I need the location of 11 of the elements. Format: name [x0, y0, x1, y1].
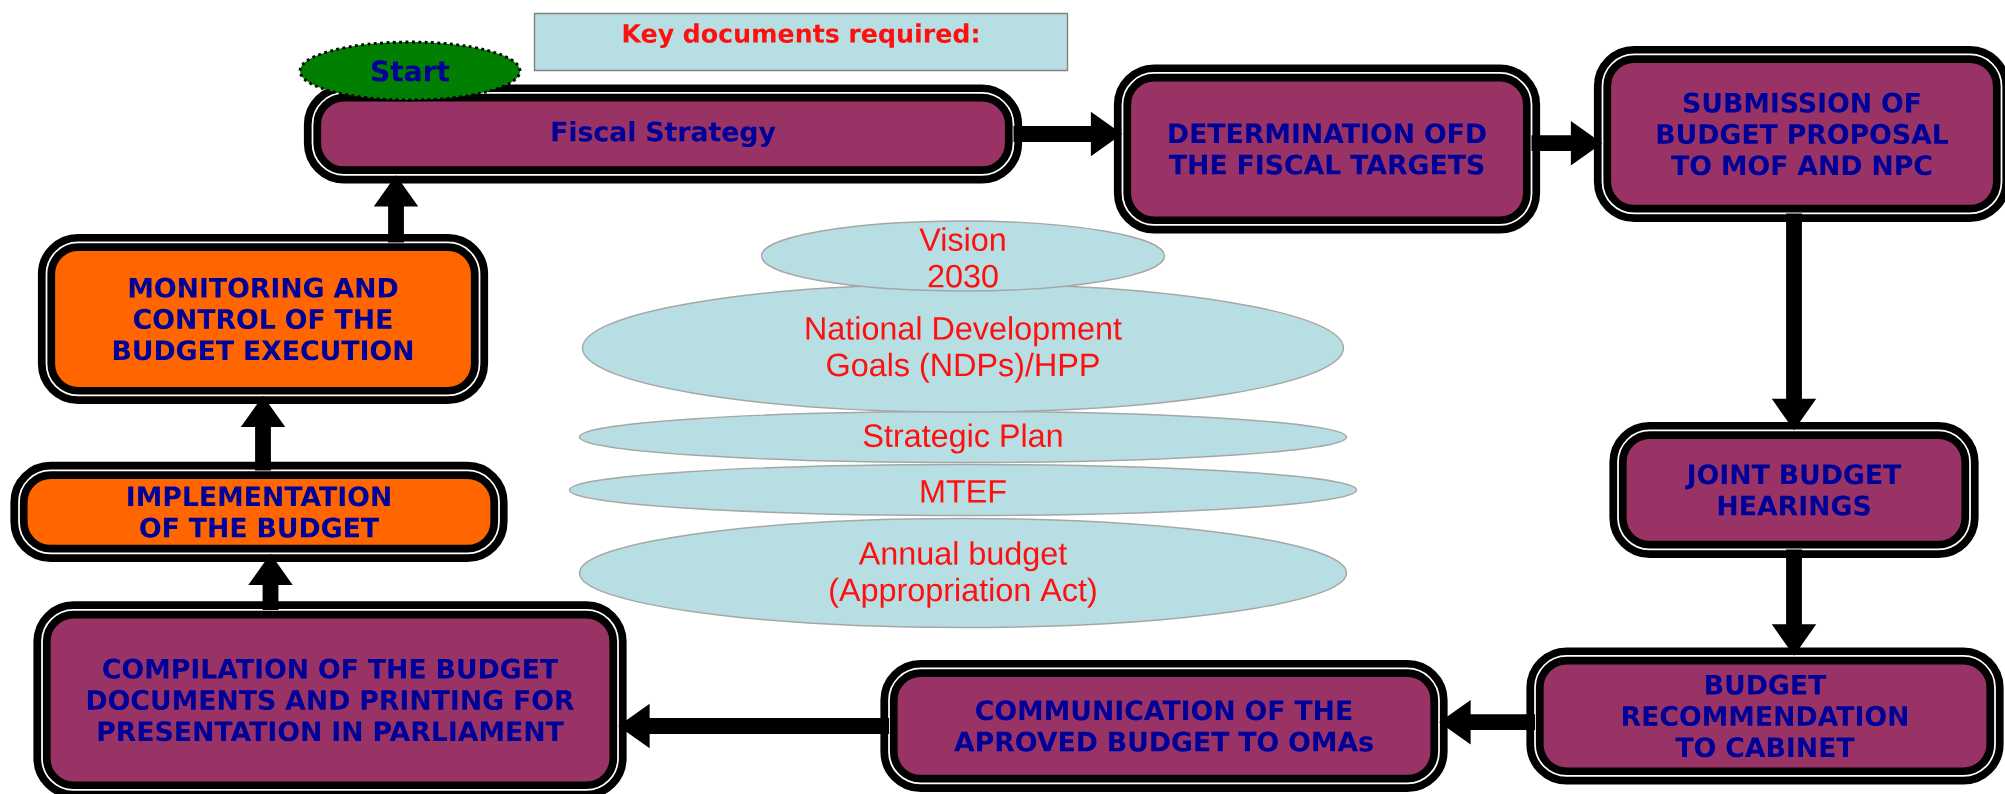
process-box: MONITORING AND CONTROL OF THE BUDGET EXECUTION: [37, 233, 489, 405]
process-box: IMPLEMENTATION OF THE BUDGET: [10, 461, 508, 563]
process-box: COMPILATION OF THE BUDGET DOCUMENTS AND PRINTING FOR PRESENTATION IN PARLIAMENT: [33, 601, 627, 794]
process-box: SUBMISSION OF BUDGET PROPOSAL TO MOF AND NPC: [1593, 45, 2005, 223]
process-box: BUDGET RECOMMENDATION TO CABINET: [1526, 647, 2004, 785]
process-box: DETERMINATION OFD THE FISCAL TARGETS: [1113, 64, 1541, 234]
process-box: JOINT BUDGET HEARINGS: [1609, 421, 1979, 559]
process-box: COMMUNICATION OF THE APROVED BUDGET TO OMAs: [880, 659, 1448, 793]
start-oval: Start: [298, 40, 522, 102]
document-box: Key documents required:: [533, 12, 1069, 72]
process-box: Fiscal Strategy: [303, 84, 1023, 184]
